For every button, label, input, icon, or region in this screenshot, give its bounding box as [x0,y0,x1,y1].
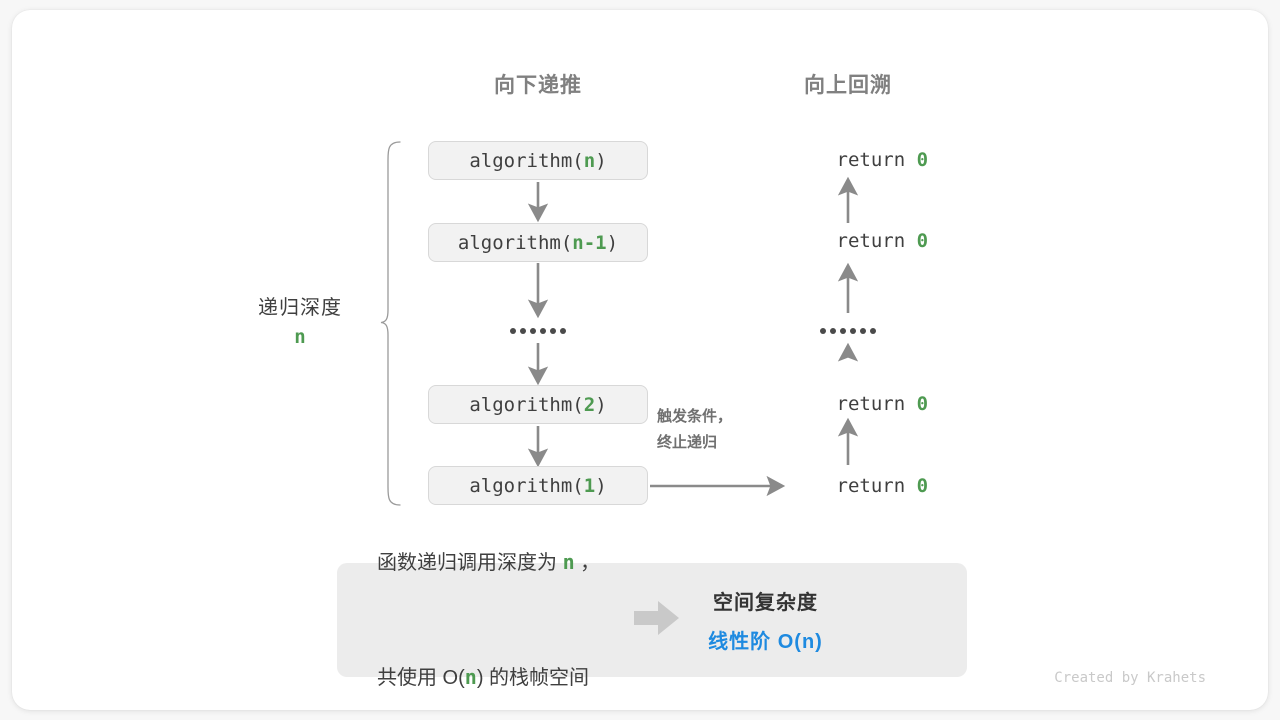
call-box-n-minus-1[interactable]: algorithm(n-1) [428,223,648,262]
dot [530,328,536,334]
column-header-recurse-down: 向下递推 [494,74,582,97]
call-box-2[interactable]: algorithm(2) [428,385,648,424]
recursion-depth-value: n [294,326,306,348]
return-label-4: return 0 [768,453,929,519]
credit-text: Created by Krahets [1054,670,1206,686]
dot [850,328,856,334]
call-box-prefix: algorithm( [469,149,584,172]
call-box-arg: n [583,149,596,172]
call-box-prefix: algorithm( [469,474,584,497]
dot [830,328,836,334]
dot [820,328,826,334]
call-box-suffix: ) [606,231,619,254]
summary-result-title: 空间复杂度 [713,592,818,614]
summary-description: 函数递归调用深度为 n ， 共使用 O(n) 的栈帧空间 [377,467,600,720]
dot [870,328,876,334]
dot [860,328,866,334]
return-label-2: return 0 [768,208,929,274]
dot [520,328,526,334]
call-stack-ellipsis [510,328,566,334]
column-header-return-up: 向上回溯 [804,74,892,97]
right-block-arrow-icon [634,599,680,642]
call-box-prefix: algorithm( [469,393,584,416]
termination-line-2: 终止递归 [657,434,718,451]
summary-result: 空间复杂度 线性阶 O(n) [708,586,823,654]
call-box-suffix: ) [595,393,607,416]
dot [550,328,556,334]
summary-result-complexity: 线性阶 O(n) [708,631,823,653]
summary-line-2: 共使用 O(n) 的栈帧空间 [377,665,590,689]
return-keyword: return [836,475,917,497]
call-box-suffix: ) [595,149,607,172]
return-keyword: return [836,230,917,252]
summary-line-1: 函数递归调用深度为 n ， [377,550,601,574]
call-box-suffix: ) [595,474,607,497]
dot [840,328,846,334]
call-box-prefix: algorithm( [457,231,573,254]
call-box-1[interactable]: algorithm(1) [428,466,648,505]
recursion-depth-label: 递归深度 n [258,291,342,348]
return-keyword: return [836,149,917,171]
call-box-arg: n-1 [572,231,607,254]
diagram-card: 向下递推 向上回溯 [12,10,1268,710]
termination-line-1: 触发条件， [657,408,733,425]
return-value: 0 [916,393,929,415]
recursion-depth-text: 递归深度 [258,297,342,319]
return-value: 0 [916,149,929,171]
return-label-3: return 0 [768,371,929,437]
dot [540,328,546,334]
call-box-arg: 1 [583,474,596,497]
return-value: 0 [916,475,929,497]
dot [510,328,516,334]
call-box-n[interactable]: algorithm(n) [428,141,648,180]
return-ellipsis [820,328,876,334]
dot [560,328,566,334]
return-keyword: return [836,393,917,415]
depth-brace [380,141,401,506]
return-label-1: return 0 [768,127,929,193]
call-box-arg: 2 [583,393,596,416]
termination-condition-label: 触发条件， 终止递归 [657,404,732,456]
summary-panel: 函数递归调用深度为 n ， 共使用 O(n) 的栈帧空间 空间复杂度 线性阶 O… [337,550,967,689]
return-value: 0 [916,230,929,252]
